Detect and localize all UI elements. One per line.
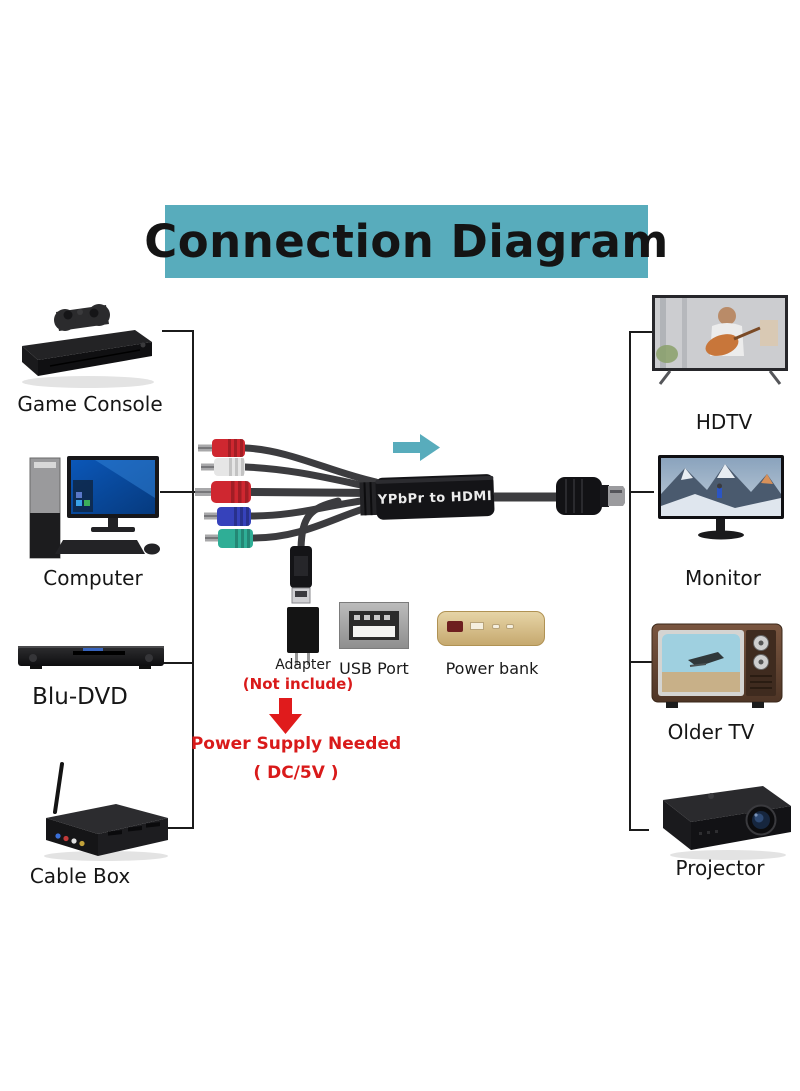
cable-box-label: Cable Box bbox=[29, 864, 131, 888]
power-supply-warning-line2: ( DC/5V ) bbox=[253, 763, 339, 783]
power-bank-port bbox=[470, 622, 484, 630]
older-tv-label: Older TV bbox=[667, 720, 755, 744]
usb-port-tongue bbox=[353, 626, 395, 637]
blu-dvd-label: Blu-DVD bbox=[32, 684, 128, 710]
computer-connector-line bbox=[160, 491, 198, 493]
usb-port-label: USB Port bbox=[339, 659, 409, 678]
monitor-label: Monitor bbox=[684, 566, 762, 590]
adapter-prong bbox=[295, 653, 298, 665]
power-bank-port bbox=[506, 624, 514, 629]
game-console-connector-line bbox=[162, 330, 192, 332]
rca-plug-y-green bbox=[205, 529, 253, 548]
usb-contact bbox=[364, 615, 370, 620]
usb-contact bbox=[384, 615, 390, 620]
monitor-image bbox=[658, 455, 784, 540]
game-console-image bbox=[22, 304, 154, 388]
power-bank-port bbox=[492, 624, 500, 629]
power-adapter-image bbox=[287, 607, 319, 653]
usb-contact bbox=[354, 615, 360, 620]
older-tv-image bbox=[651, 623, 783, 708]
power-supply-warning-line1: Power Supply Needed bbox=[190, 734, 402, 754]
hdmi-plug bbox=[556, 477, 625, 515]
hdtv-image bbox=[652, 295, 788, 385]
adapter-prong bbox=[307, 653, 310, 665]
game-console-label: Game Console bbox=[17, 392, 163, 416]
projector-connector-line bbox=[631, 829, 649, 831]
adapter-label: Adapter bbox=[275, 657, 331, 673]
component-cables bbox=[241, 444, 380, 552]
computer-label: Computer bbox=[43, 566, 143, 590]
left-bracket-vertical-line bbox=[192, 330, 194, 829]
cable-box-connector-line bbox=[161, 827, 193, 829]
blu-dvd-image bbox=[18, 646, 164, 669]
adapter-not-included-note: (Not include) bbox=[242, 675, 354, 693]
converter-body: YPbPr to HDMI bbox=[359, 474, 495, 520]
rca-plug-audio-red bbox=[198, 439, 245, 457]
cable-box-image bbox=[44, 762, 168, 861]
computer-image bbox=[29, 456, 160, 559]
usb-power-plug bbox=[290, 546, 312, 604]
projector-image bbox=[663, 786, 791, 860]
right-arrow-icon bbox=[393, 434, 440, 461]
rca-plug-pb-blue bbox=[204, 507, 251, 526]
hdtv-label: HDTV bbox=[695, 410, 753, 434]
converter-label: YPbPr to HDMI bbox=[377, 489, 493, 508]
title-banner: Connection Diagram bbox=[144, 205, 668, 278]
usb-contact bbox=[374, 615, 380, 620]
blu-dvd-connector-line bbox=[160, 662, 192, 664]
hdtv-connector-line bbox=[631, 331, 652, 333]
monitor-connector-line bbox=[631, 491, 654, 493]
older-tv-connector-line bbox=[631, 661, 652, 663]
converter-assembly: YPbPr to HDMI bbox=[195, 434, 625, 604]
power-bank-label: Power bank bbox=[445, 659, 539, 678]
power-bank-indicator bbox=[447, 621, 463, 632]
down-arrow-icon bbox=[269, 698, 302, 734]
rca-plug-pr-red bbox=[195, 481, 251, 503]
rca-plug-audio-white bbox=[201, 458, 245, 476]
right-bracket-vertical-line bbox=[629, 331, 631, 831]
projector-label: Projector bbox=[675, 856, 765, 880]
page-title: Connection Diagram bbox=[144, 215, 669, 268]
